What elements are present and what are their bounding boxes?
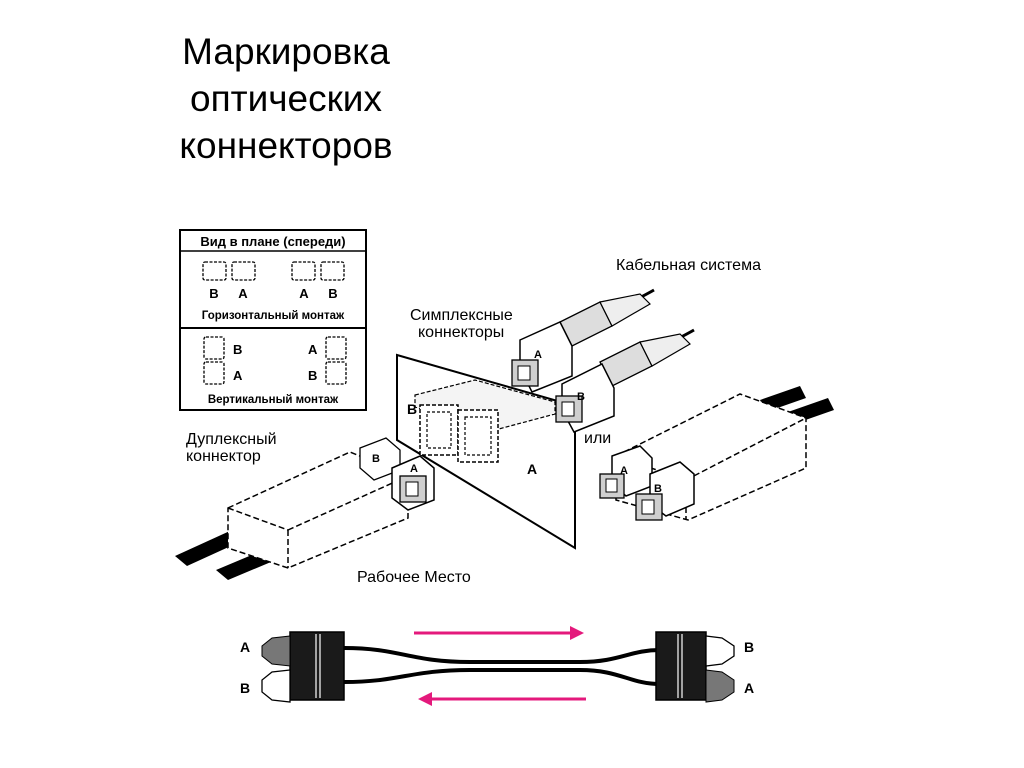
duplex-label-line-2: коннектор <box>186 448 261 465</box>
patch-right-bottom-label: A <box>744 680 754 696</box>
receive-arrow-left <box>418 692 586 706</box>
patch-right-top-label: B <box>744 639 754 655</box>
vertical-port-icons <box>203 336 347 385</box>
simplex-a-mark: A <box>534 349 542 361</box>
vertical-left-label-1: B <box>233 342 242 357</box>
horizontal-label-4: B <box>328 286 337 301</box>
or-label: или <box>584 430 611 447</box>
plan-view-legend: Вид в плане (спереди) B A A B Горизонтал… <box>179 229 367 411</box>
horizontal-caption: Горизонтальный монтаж <box>202 310 345 322</box>
panel-port-b-label: B <box>407 401 417 417</box>
horizontal-label-2: A <box>238 286 248 301</box>
patch-left-top-label: A <box>240 639 250 655</box>
simplex-b-mark: B <box>577 391 585 403</box>
panel-port-a-label: A <box>527 461 537 477</box>
simplex-label-line-2: коннекторы <box>418 324 504 341</box>
vertical-right-label-1: A <box>308 342 318 357</box>
patch-left-bottom-label: B <box>240 680 250 696</box>
title-line-3: коннекторов <box>179 125 393 166</box>
right-b-mark: B <box>654 483 662 495</box>
vertical-left-label-2: A <box>233 368 243 383</box>
horizontal-label-3: A <box>299 286 309 301</box>
wall-panel: B A <box>396 353 576 550</box>
slide-title: Маркировка оптических коннекторов <box>150 28 422 169</box>
vertical-caption: Вертикальный монтаж <box>208 394 339 406</box>
title-line-2: оптических <box>190 78 382 119</box>
transmit-arrow-right <box>414 626 584 640</box>
simplex-connectors: A B <box>511 288 695 433</box>
horizontal-port-icons <box>202 261 345 281</box>
legend-header: Вид в плане (спереди) <box>200 234 345 249</box>
duplex-label-line-1: Дуплексный <box>186 431 277 448</box>
simplex-label-line-1: Симплексные <box>410 307 513 324</box>
patch-cord-diagram: A B B A <box>240 626 754 706</box>
title-line-1: Маркировка <box>182 31 390 72</box>
cabling-system-label: Кабельная система <box>616 257 761 274</box>
duplex-b-mark: B <box>372 453 380 465</box>
duplex-a-mark: A <box>410 463 418 475</box>
cabling-duplex-connector: A B <box>599 386 834 521</box>
vertical-right-label-2: B <box>308 368 317 383</box>
workstation-label: Рабочее Место <box>357 569 471 586</box>
duplex-connector: B A <box>175 437 435 580</box>
right-a-mark: A <box>620 465 628 477</box>
horizontal-label-1: B <box>209 286 218 301</box>
